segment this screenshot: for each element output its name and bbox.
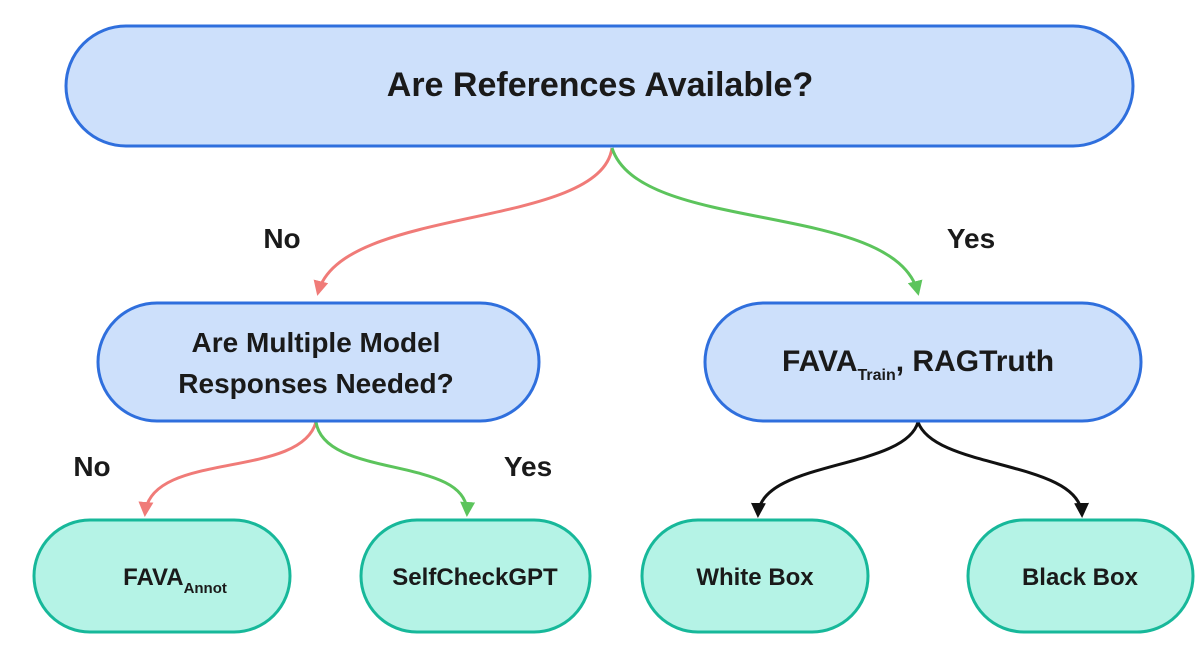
edge-multi-no (138, 421, 318, 517)
leaf-black-box-label: Black Box (1022, 564, 1139, 591)
edge-label-multi-yes: Yes (504, 451, 552, 482)
edge-fava-black (916, 421, 1090, 518)
edge-label-root-yes: Yes (947, 223, 995, 254)
node-multiple-responses-line1: Are Multiple Model (192, 327, 441, 358)
fava-train-subscript: Train (858, 367, 896, 384)
node-references-available: Are References Available? (64, 24, 1135, 148)
leaf-selfcheckgpt: SelfCheckGPT (359, 518, 592, 634)
edge-label-multi-no: No (73, 451, 110, 482)
fava-train-main: FAVA (782, 345, 858, 378)
leaf-black-box: Black Box (966, 518, 1195, 634)
edge-multi-yes (314, 421, 476, 517)
node-fava-train-ragtruth-label: FAVATrain, RAGTruth (782, 345, 1054, 384)
edge-fava-white (750, 421, 920, 518)
ragtruth-text: , RAGTruth (896, 345, 1054, 378)
leaf-fava-annot-label: FAVAAnnot (123, 564, 227, 597)
node-multiple-responses-line2: Responses Needed? (178, 368, 453, 399)
leaf-selfcheckgpt-label: SelfCheckGPT (392, 564, 558, 591)
fava-annot-subscript: Annot (184, 580, 227, 597)
edge-root-no (313, 147, 614, 296)
leaf-white-box-label: White Box (696, 564, 814, 591)
edge-label-root-no: No (263, 223, 300, 254)
fava-annot-main: FAVA (123, 564, 183, 591)
edge-root-yes (610, 147, 923, 296)
leaf-fava-annot: FAVAAnnot (32, 518, 292, 634)
leaf-white-box: White Box (640, 518, 870, 634)
node-references-available-label: Are References Available? (387, 66, 813, 104)
node-fava-train-ragtruth: FAVATrain, RAGTruth (703, 301, 1143, 423)
node-multiple-responses: Are Multiple Model Responses Needed? (96, 301, 541, 423)
